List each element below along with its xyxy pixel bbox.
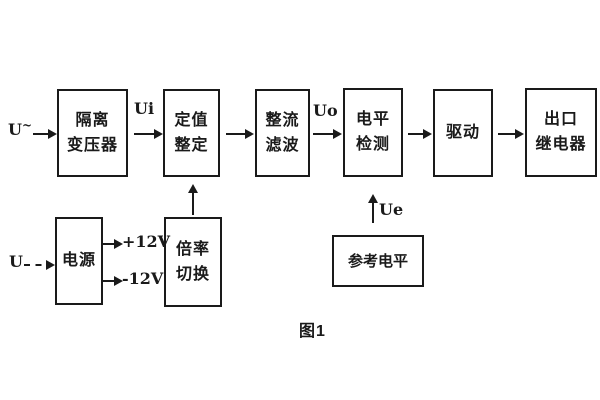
- label-dc-input-voltage: U: [9, 252, 23, 271]
- figure-caption: 图1: [299, 323, 326, 340]
- block-output-relay: 出口 继电器: [525, 88, 597, 177]
- block-ratio-switch-line2: 切换: [175, 265, 210, 283]
- arrow-isolation-transformer-to-setpoint: [134, 129, 163, 139]
- block-ratio-switch: 倍率 切换: [164, 217, 222, 307]
- block-rectify-filter-line1: 整流: [265, 111, 300, 129]
- label-ac-input-base: U: [8, 120, 22, 139]
- block-setpoint-adjust-line1: 定值: [174, 111, 209, 129]
- label-ac-input-voltage: U~: [8, 119, 32, 138]
- arrow-ac-input-to-isolation-transformer: [33, 129, 57, 139]
- block-power-supply-label: 电源: [61, 252, 96, 269]
- arrow-reference-level-ue: [368, 194, 378, 223]
- label-plus-12v: +12V: [122, 232, 171, 251]
- label-ui: Ui: [134, 99, 155, 118]
- arrow-ratio-switch-to-setpoint: [188, 184, 198, 215]
- block-level-detect-line1: 电平: [355, 111, 390, 128]
- arrow-setpoint-to-rectify-filter: [226, 129, 254, 139]
- block-reference-level: 参考电平: [332, 235, 424, 287]
- block-power-supply: 电源: [55, 217, 103, 305]
- label-ac-input-tilde: ~: [21, 118, 33, 132]
- arrow-rectify-filter-to-level-detect: [313, 129, 342, 139]
- block-level-detect: 电平 检测: [343, 88, 403, 177]
- block-setpoint-adjust: 定值 整定: [163, 89, 220, 177]
- block-drive: 驱动: [433, 89, 493, 177]
- arrow-level-detect-to-drive: [408, 129, 432, 139]
- block-level-detect-line2: 检测: [355, 136, 390, 153]
- label-ue: Ue: [379, 200, 404, 219]
- block-reference-level-label: 参考电平: [347, 252, 408, 270]
- block-output-relay-line2: 继电器: [535, 136, 587, 153]
- arrow-drive-to-output-relay: [498, 129, 524, 139]
- block-ratio-switch-line1: 倍率: [175, 240, 210, 258]
- block-isolation-transformer-line2: 变压器: [66, 136, 118, 154]
- block-rectify-filter-line2: 滤波: [265, 136, 300, 154]
- arrow-dc-input-to-power-supply: [24, 260, 55, 270]
- arrow-power-minus12v: [103, 276, 123, 286]
- label-uo: Uo: [313, 101, 338, 120]
- block-output-relay-line1: 出口: [543, 111, 578, 128]
- block-drive-label: 驱动: [445, 124, 480, 141]
- block-isolation-transformer: 隔离 变压器: [57, 89, 128, 177]
- block-rectify-filter: 整流 滤波: [255, 89, 310, 177]
- block-setpoint-adjust-line2: 整定: [174, 136, 209, 154]
- arrow-power-plus12v: [103, 239, 123, 249]
- label-minus-12v: -12V: [122, 269, 164, 288]
- block-isolation-transformer-line1: 隔离: [75, 111, 110, 129]
